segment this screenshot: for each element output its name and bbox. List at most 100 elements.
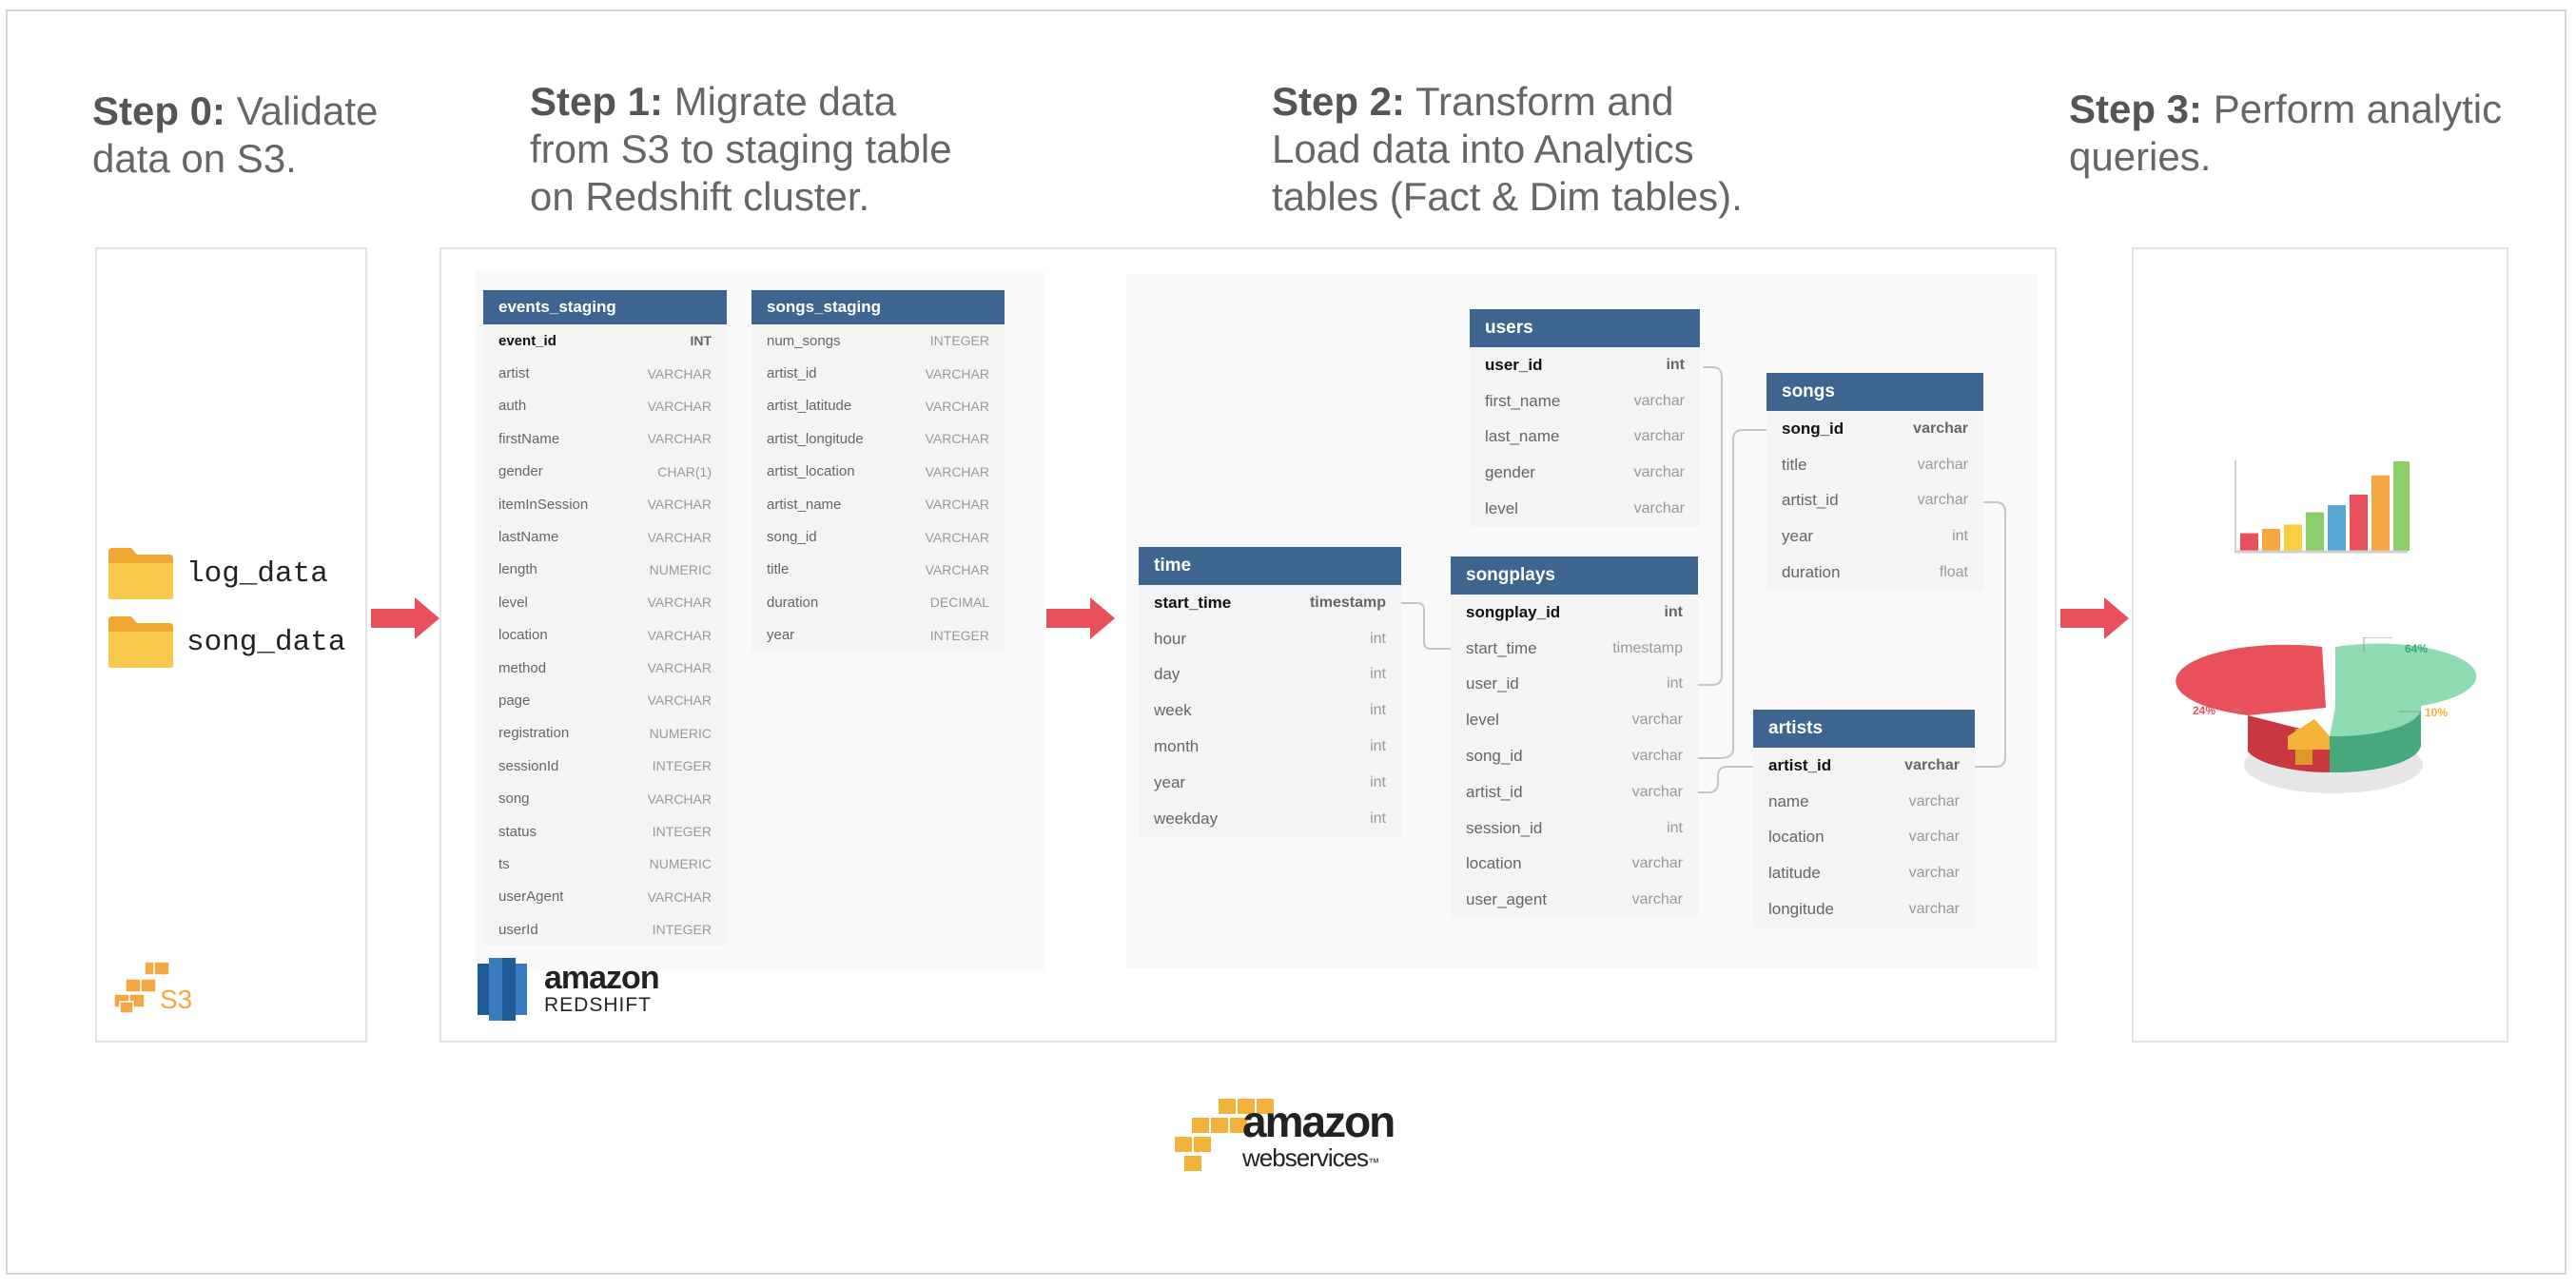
- bar: [2371, 475, 2390, 551]
- column-type: varchar: [1908, 829, 1960, 846]
- redshift-icon: [478, 958, 527, 1021]
- bar-chart-icon: [2234, 460, 2410, 554]
- link-songplays-songs: [1698, 429, 1766, 759]
- column-type: varchar: [1631, 712, 1683, 729]
- column-name: level: [1466, 711, 1499, 730]
- redshift-logo-line1: amazon: [544, 960, 660, 996]
- column-name: num_songs: [767, 332, 841, 349]
- bar: [2240, 533, 2258, 551]
- link-songplays-artists: [1698, 766, 1753, 793]
- aws-logo-line2-text: webservices: [1242, 1143, 1369, 1172]
- column-name: location: [498, 627, 548, 644]
- column-name: artist_id: [1768, 755, 1832, 774]
- column-type: int: [1666, 356, 1685, 373]
- table-header: songplays: [1451, 556, 1698, 595]
- column-type: INTEGER: [929, 333, 989, 349]
- column-name: method: [498, 659, 547, 676]
- column-type: VARCHAR: [647, 497, 712, 513]
- column-name: artist_latitude: [767, 398, 852, 415]
- pie-chart-icon: [2176, 637, 2476, 793]
- link-time-songplays: [1401, 602, 1451, 650]
- column-name: song_id: [1466, 747, 1523, 766]
- folder-song-data[interactable]: song_data: [107, 615, 345, 670]
- column-type: VARCHAR: [647, 627, 712, 643]
- column-type: NUMERIC: [649, 561, 712, 577]
- column-type: VARCHAR: [647, 529, 712, 545]
- s3-cubes-icon: [113, 961, 169, 1014]
- column-name: duration: [767, 594, 819, 611]
- column-type: varchar: [1913, 420, 1968, 437]
- table-row: itemInSession VARCHAR: [483, 488, 727, 520]
- folder-label-song-data: song_data: [186, 625, 346, 659]
- column-type: varchar: [1633, 500, 1685, 517]
- column-name: year: [1154, 772, 1186, 791]
- table-header: songs: [1766, 373, 1983, 411]
- column-type: varchar: [1908, 792, 1960, 810]
- s3-logo: S3: [112, 958, 198, 1021]
- column-name: registration: [498, 725, 570, 742]
- column-name: song: [498, 790, 530, 808]
- column-type: VARCHAR: [647, 660, 712, 676]
- table-header: time: [1139, 547, 1401, 585]
- column-name: auth: [498, 398, 527, 415]
- column-name: page: [498, 692, 531, 709]
- bar: [2284, 524, 2302, 551]
- column-type: varchar: [1908, 865, 1960, 882]
- pie-label-10: 10%: [2425, 706, 2449, 719]
- column-type: varchar: [1633, 464, 1685, 481]
- column-type: VARCHAR: [925, 365, 989, 381]
- column-name: start_time: [1466, 638, 1537, 657]
- column-name: month: [1154, 737, 1200, 756]
- bar: [2328, 505, 2346, 551]
- aws-logo-line1: amazon: [1242, 1097, 1395, 1146]
- column-name: itemInSession: [498, 496, 589, 513]
- step-0-label: Step 0:: [92, 88, 226, 133]
- column-type: DECIMAL: [929, 595, 989, 611]
- column-type: int: [1952, 528, 1968, 545]
- link-songplays-users: [1698, 366, 1723, 686]
- bar: [2393, 461, 2410, 551]
- pie-slice-64: [2330, 643, 2476, 737]
- column-type: varchar: [1904, 756, 1960, 773]
- column-type: INTEGER: [929, 627, 989, 643]
- column-name: gender: [1485, 463, 1535, 482]
- column-name: session_id: [1466, 818, 1543, 837]
- column-type: int: [1370, 773, 1386, 790]
- column-type: INT: [690, 333, 712, 349]
- column-name: artist_id: [767, 365, 817, 382]
- step-2-label: Step 2:: [1272, 79, 1406, 124]
- analytics-panel: 64% 24% 10%: [2132, 247, 2508, 1043]
- column-name: song_id: [1782, 419, 1844, 438]
- column-name: level: [498, 594, 528, 611]
- column-type: varchar: [1631, 855, 1683, 872]
- folder-log-data[interactable]: log_data: [107, 546, 328, 601]
- column-name: user_id: [1466, 674, 1519, 693]
- table-row: gender varchar: [1470, 455, 1700, 491]
- column-type: int: [1370, 666, 1386, 683]
- column-name: latitude: [1768, 864, 1821, 883]
